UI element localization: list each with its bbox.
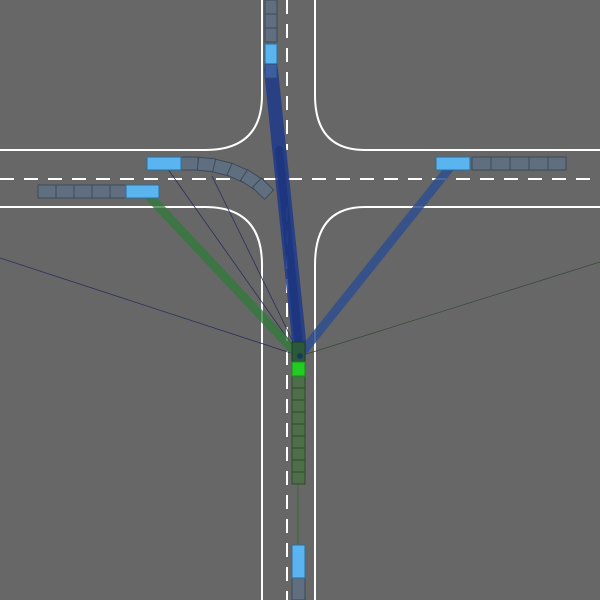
ray-top-left <box>164 164 301 357</box>
ego-trail-3 <box>291 399 306 413</box>
vehicle-bottom <box>291 544 306 579</box>
ego-trail-6 <box>291 435 306 449</box>
ego-trail-5 <box>291 423 306 437</box>
ego-trail <box>291 375 306 485</box>
ego-vehicle <box>291 361 306 377</box>
trail-top-1 <box>264 0 278 15</box>
ego-trail-8 <box>291 459 306 473</box>
vehicle-trails <box>37 0 567 600</box>
trail-left-2 <box>55 184 75 199</box>
ego-trail-7 <box>291 447 306 461</box>
trail-left-4 <box>91 184 111 199</box>
ray-left-far <box>0 257 301 357</box>
vehicle-left <box>125 184 160 199</box>
ego-focus-point <box>297 353 303 359</box>
trail-right-1 <box>471 156 492 171</box>
edge-top-right <box>314 0 600 151</box>
vehicle-top-left <box>146 156 182 171</box>
trail-right-3 <box>509 156 530 171</box>
trail-top-2 <box>264 13 278 29</box>
turning-trail <box>180 156 275 200</box>
ray-right-far <box>299 261 600 357</box>
beam-right <box>295 160 457 360</box>
trail-top-3 <box>264 27 278 43</box>
ego-trail-4 <box>291 411 306 425</box>
turn-seg-1 <box>180 156 199 171</box>
attention-beams <box>141 63 457 360</box>
trail-left-3 <box>73 184 93 199</box>
vehicle-top-shadow <box>264 63 278 79</box>
vehicle-right <box>435 156 471 171</box>
edge-bottom-right <box>314 206 600 600</box>
turn-seg-6 <box>251 177 275 200</box>
beam-left-green <box>141 188 303 360</box>
ego-trail-9 <box>291 471 306 485</box>
ego-trail-2 <box>291 387 306 401</box>
ego-trail-1 <box>291 375 306 389</box>
beam-top-inner <box>275 146 304 359</box>
trail-right-4 <box>528 156 549 171</box>
vehicle-top <box>264 43 278 65</box>
trail-left-1 <box>37 184 57 199</box>
trail-right-5 <box>547 156 567 171</box>
trail-left-5 <box>109 184 127 199</box>
other-vehicles <box>125 43 471 579</box>
ray-turning <box>211 175 301 357</box>
edge-top-left <box>0 0 263 151</box>
trail-right-2 <box>490 156 511 171</box>
ego-vehicle-top <box>291 341 306 363</box>
trail-bottom-1 <box>291 577 306 600</box>
edge-bottom-left <box>0 206 263 600</box>
